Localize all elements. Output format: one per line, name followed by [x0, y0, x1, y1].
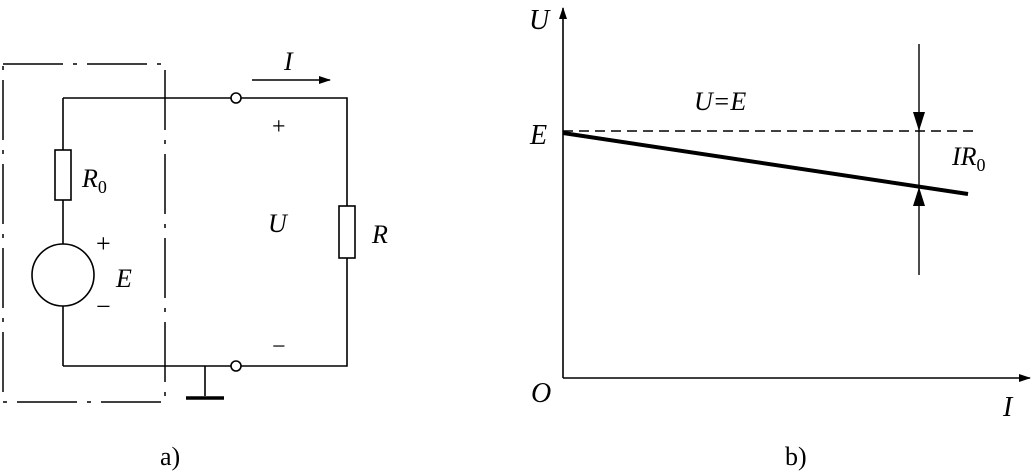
top-right-wire — [241, 97, 348, 206]
ground-symbol — [186, 366, 224, 399]
load-resistor — [338, 205, 356, 259]
source-label: E — [115, 264, 132, 293]
voltage-source — [31, 243, 95, 307]
load-resistor-label: R — [371, 220, 388, 249]
characteristic-line — [562, 131, 969, 196]
drop-label: IR0 — [951, 142, 986, 175]
x-axis-label: I — [1002, 392, 1014, 423]
terminal-top — [230, 92, 242, 104]
terminal-minus-sign: − — [272, 334, 286, 360]
voltage-label: U — [268, 209, 289, 238]
terminal-bottom — [230, 360, 242, 372]
characteristic-graph — [559, 7, 1031, 382]
circuit-diagram — [2, 63, 356, 403]
caption-b: b) — [785, 442, 807, 471]
source-enclosure — [2, 63, 166, 403]
internal-resistor — [54, 149, 72, 201]
origin-label: O — [531, 378, 551, 409]
ideal-line-label: U=E — [694, 87, 746, 116]
caption-a: a) — [160, 442, 180, 471]
intercept-label: E — [529, 120, 547, 151]
drop-arrow-bottom — [913, 187, 925, 206]
right-lower-wire — [241, 258, 348, 367]
source-plus-sign: + — [96, 229, 111, 258]
y-axis-label: U — [529, 5, 551, 36]
terminal-plus-sign: + — [272, 114, 286, 140]
current-label: I — [283, 47, 294, 76]
drop-arrow-top — [913, 112, 925, 131]
internal-resistor-label: R0 — [81, 164, 107, 197]
source-minus-sign: − — [96, 292, 111, 321]
